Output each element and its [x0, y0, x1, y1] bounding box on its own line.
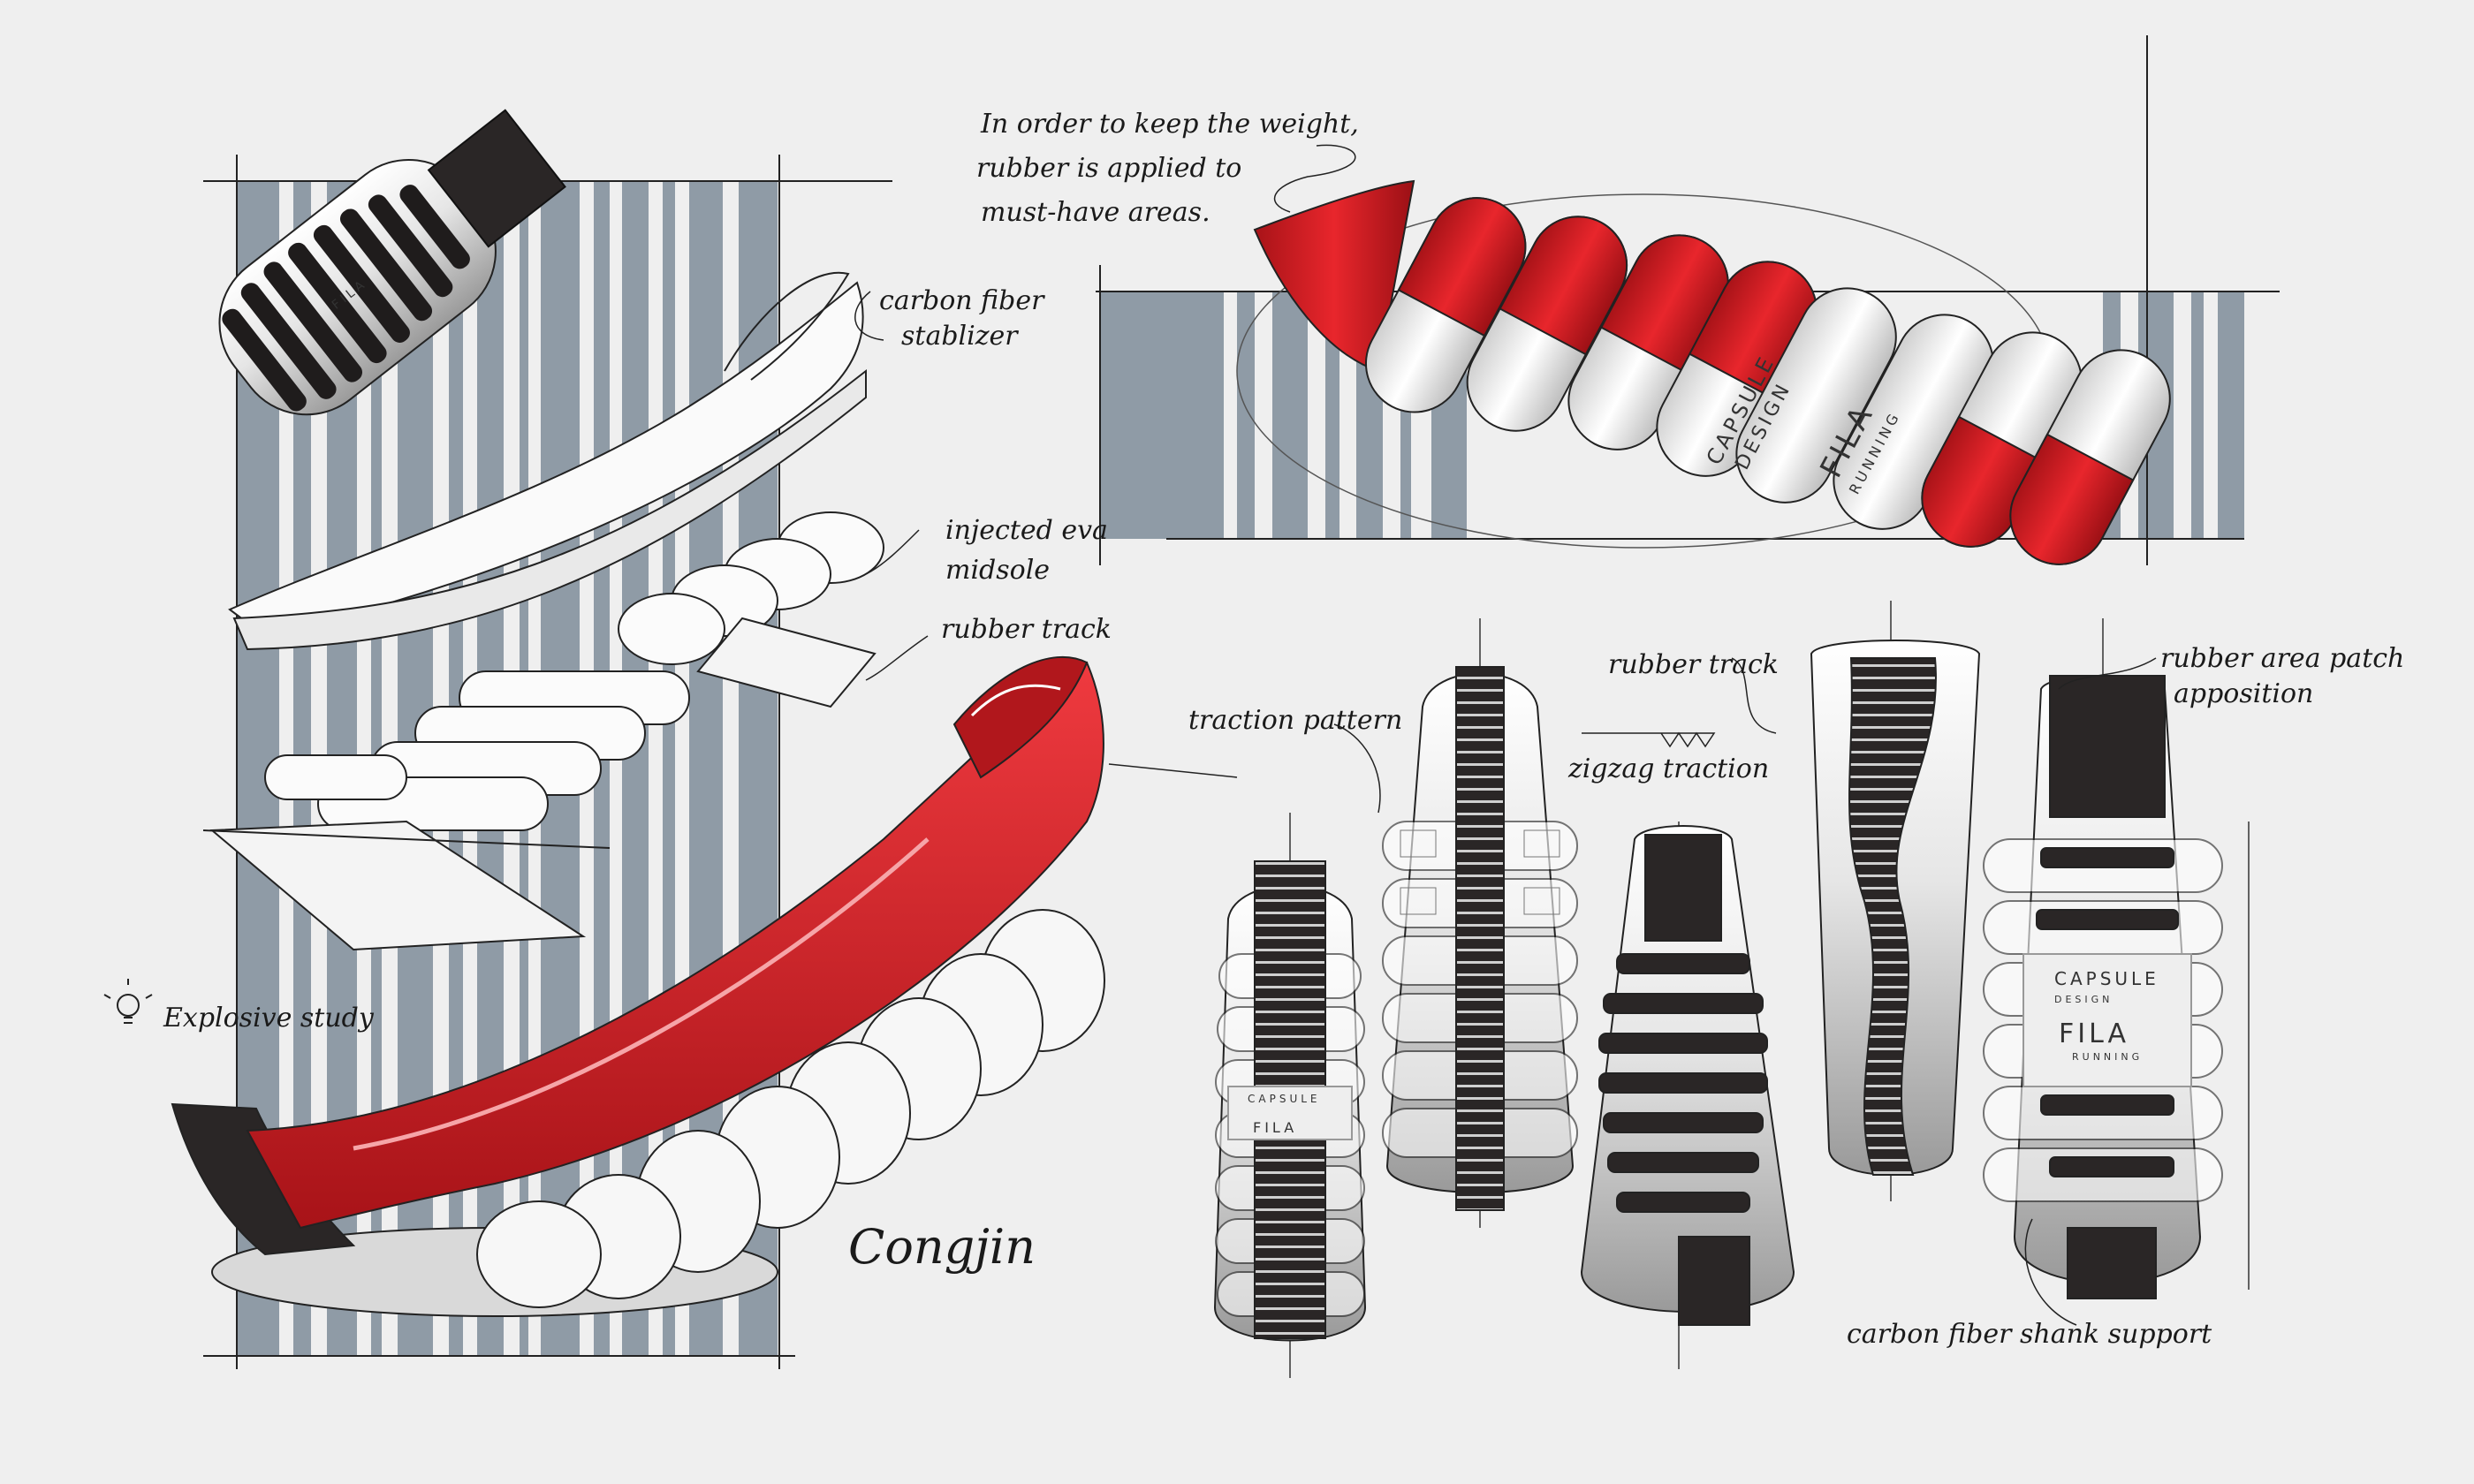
v1-fila-mark: FILA: [1253, 1119, 1297, 1136]
capsule-outsole-hero: CAPSULE DESIGN FILA RUNNING: [1236, 179, 2171, 565]
note-patch-1: rubber area patch: [2160, 643, 2404, 674]
note-weight-2: rubber is applied to: [976, 153, 1241, 184]
outsole-fragment-top-left: FILA: [218, 109, 566, 416]
note-patch-2: apposition: [2174, 678, 2313, 709]
outsole-variant-4: [1810, 601, 1981, 1201]
note-eva-2: midsole: [945, 555, 1050, 586]
note-explosive-study: Explosive study: [163, 1003, 375, 1034]
note-zigzag: zigzag traction: [1567, 753, 1769, 784]
v5-design-mark: DESIGN: [2054, 994, 2113, 1005]
red-sole-study: [171, 655, 1105, 1317]
note-carbon-1: carbon fiber: [879, 285, 1045, 316]
rubber-track-plate: [202, 617, 877, 951]
v1-capsule-mark: CAPSULE: [1248, 1093, 1321, 1105]
note-carbon-2: stablizer: [901, 321, 1019, 352]
note-rubber-track-left: rubber track: [941, 614, 1112, 645]
outsole-variant-2: [1382, 618, 1578, 1228]
v5-fila-mark: FILA: [2059, 1018, 2129, 1049]
note-weight-3: must-have areas.: [981, 197, 1210, 228]
outsole-variant-5: CAPSULE DESIGN FILA RUNNING: [1983, 618, 2250, 1299]
outsole-variant-1: CAPSULE FILA: [1213, 813, 1367, 1378]
note-weight-1: In order to keep the weight,: [980, 109, 1359, 140]
lightbulb-icon: [103, 979, 153, 1024]
note-shank: carbon fiber shank support: [1847, 1319, 2212, 1350]
note-eva-1: injected eva: [945, 515, 1108, 546]
designer-signature: Congjin: [848, 1219, 1036, 1275]
eva-midsole-layer: [232, 368, 884, 831]
outsole-variant-3: [1580, 822, 1795, 1369]
v5-running-mark: RUNNING: [2072, 1051, 2143, 1063]
leader-lines: [854, 144, 2157, 1326]
note-rubber-track-right: rubber track: [1608, 649, 1779, 680]
note-traction-pattern: traction pattern: [1188, 705, 1402, 736]
annotation-group: In order to keep the weight, rubber is a…: [103, 109, 2404, 1350]
v5-capsule-mark: CAPSULE: [2054, 968, 2159, 989]
